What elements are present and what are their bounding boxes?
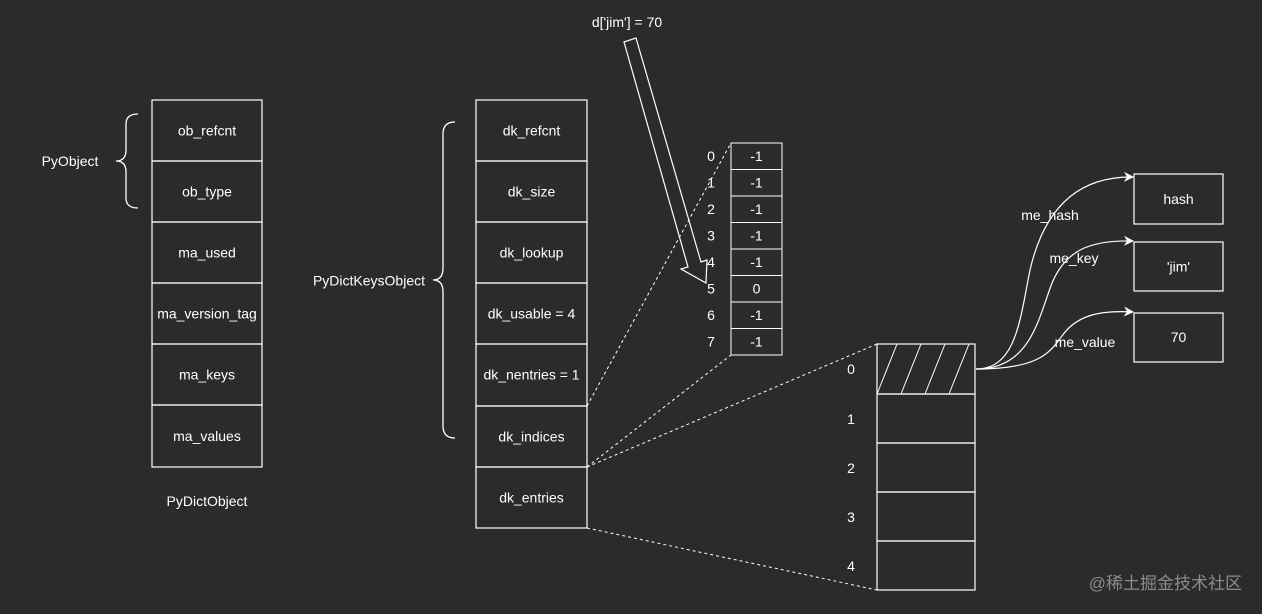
- indices-row: 4 -1: [707, 248, 783, 276]
- pydict-field-label: ob_refcnt: [178, 123, 236, 139]
- entry-value-value: 70: [1171, 329, 1187, 345]
- keys-field-label: dk_indices: [498, 429, 564, 445]
- indices-row: 7 -1: [707, 328, 783, 356]
- watermark: @稀土掘金技术社区: [1089, 574, 1242, 593]
- pydictkeysobject-brace: [432, 121, 456, 439]
- entry-key-box: 'jim': [1133, 241, 1224, 292]
- indices-row-label: 2: [707, 201, 715, 217]
- pydictkeysobject-struct: dk_refcnt dk_size dk_lookup dk_usable = …: [475, 99, 588, 529]
- keys-field-dk-nentries: dk_nentries = 1: [475, 343, 588, 407]
- pydictobject-struct: ob_refcnt ob_type ma_used ma_version_tag…: [151, 99, 263, 509]
- entry-row-label: 4: [847, 558, 855, 574]
- keys-field-label: dk_lookup: [500, 245, 564, 261]
- keys-field-dk-usable: dk_usable = 4: [475, 282, 588, 345]
- keys-field-label: dk_usable = 4: [488, 306, 576, 322]
- keys-field-dk-size: dk_size: [475, 160, 588, 223]
- indices-row: 6 -1: [707, 301, 783, 329]
- indices-row-label: 1: [707, 175, 715, 191]
- insert-arrow-icon: [623, 37, 708, 284]
- indices-row-value: -1: [750, 148, 763, 164]
- indices-row: 3 -1: [707, 222, 783, 250]
- pydict-field-label: ma_version_tag: [157, 306, 257, 322]
- entry-hash-box: hash: [1133, 173, 1224, 225]
- me-key-arrow: [975, 235, 1134, 370]
- me-hash-arrow: [975, 171, 1134, 370]
- pydict-field-ma-used: ma_used: [151, 221, 263, 284]
- pyobject-brace-label: PyObject: [42, 153, 99, 169]
- keys-field-dk-entries: dk_entries: [475, 466, 588, 529]
- keys-field-label: dk_entries: [499, 490, 564, 506]
- indices-row: 1 -1: [707, 169, 783, 197]
- entry-row: 1: [847, 393, 976, 444]
- indices-row-label: 3: [707, 228, 715, 244]
- indices-row-value: -1: [750, 334, 763, 350]
- pydict-field-ma-values: ma_values: [151, 404, 263, 468]
- me-value-arrow: [975, 306, 1134, 370]
- indices-row-label: 4: [707, 254, 715, 270]
- pydict-field-ma-version-tag: ma_version_tag: [151, 282, 263, 345]
- keys-field-label: dk_size: [508, 184, 556, 200]
- entry-row: 2: [847, 442, 976, 493]
- indices-table: 0 -1 1 -1 2 -1 3 -1 4 -1 5 0: [707, 142, 783, 356]
- pydict-field-ma-keys: ma_keys: [151, 343, 263, 406]
- indices-row-label: 6: [707, 307, 715, 323]
- keys-field-label: dk_refcnt: [503, 123, 561, 139]
- keys-field-dk-lookup: dk_lookup: [475, 221, 588, 284]
- indices-row: 5 0: [707, 275, 783, 303]
- me-hash-label: me_hash: [1021, 207, 1079, 223]
- entry-row: 3: [847, 491, 976, 542]
- entry-row-label: 1: [847, 411, 855, 427]
- keys-field-label: dk_nentries = 1: [483, 367, 579, 383]
- pydict-field-label: ma_values: [173, 428, 241, 444]
- entry-value-box: 70: [1133, 312, 1224, 363]
- entries-connector-top: [586, 343, 878, 468]
- pyobject-brace: [115, 113, 139, 209]
- entry-row: 4: [847, 540, 976, 591]
- pydictkeysobject-brace-label: PyDictKeysObject: [313, 273, 425, 289]
- entry-row-label: 0: [847, 361, 855, 377]
- keys-field-dk-refcnt: dk_refcnt: [475, 99, 588, 162]
- indices-row-value: -1: [750, 254, 763, 270]
- entry-hash-value: hash: [1163, 191, 1193, 207]
- me-value-label: me_value: [1055, 334, 1116, 350]
- pydict-field-ob-type: ob_type: [151, 160, 263, 223]
- entries-table: 0 1 2 3 4: [847, 343, 976, 591]
- pydict-field-label: ma_used: [178, 245, 236, 261]
- indices-row-value: -1: [750, 175, 763, 191]
- entry-row-label: 2: [847, 460, 855, 476]
- me-key-label: me_key: [1049, 250, 1098, 266]
- indices-row-value: -1: [750, 307, 763, 323]
- indices-row: 0 -1: [707, 142, 783, 170]
- keys-field-dk-indices: dk_indices: [475, 405, 588, 468]
- indices-row-label: 5: [707, 281, 715, 297]
- indices-connector-bottom: [586, 354, 732, 468]
- entries-connector-bottom: [586, 527, 878, 591]
- indices-row-value: -1: [750, 228, 763, 244]
- indices-row-value: -1: [750, 201, 763, 217]
- indices-connector-top: [586, 142, 732, 407]
- entry-key-value: 'jim': [1167, 259, 1190, 275]
- pydictobject-caption: PyDictObject: [167, 493, 248, 509]
- entry-row-label: 3: [847, 509, 855, 525]
- entry-hatch-icon: [876, 343, 970, 395]
- indices-row-value: 0: [753, 281, 761, 297]
- indices-row: 2 -1: [707, 195, 783, 223]
- assignment-label: d['jim'] = 70: [592, 14, 663, 30]
- indices-row-label: 0: [707, 148, 715, 164]
- indices-row-label: 7: [707, 334, 715, 350]
- pydict-field-label: ob_type: [182, 184, 232, 200]
- pydict-field-label: ma_keys: [179, 367, 235, 383]
- pydict-field-ob-refcnt: ob_refcnt: [151, 99, 263, 162]
